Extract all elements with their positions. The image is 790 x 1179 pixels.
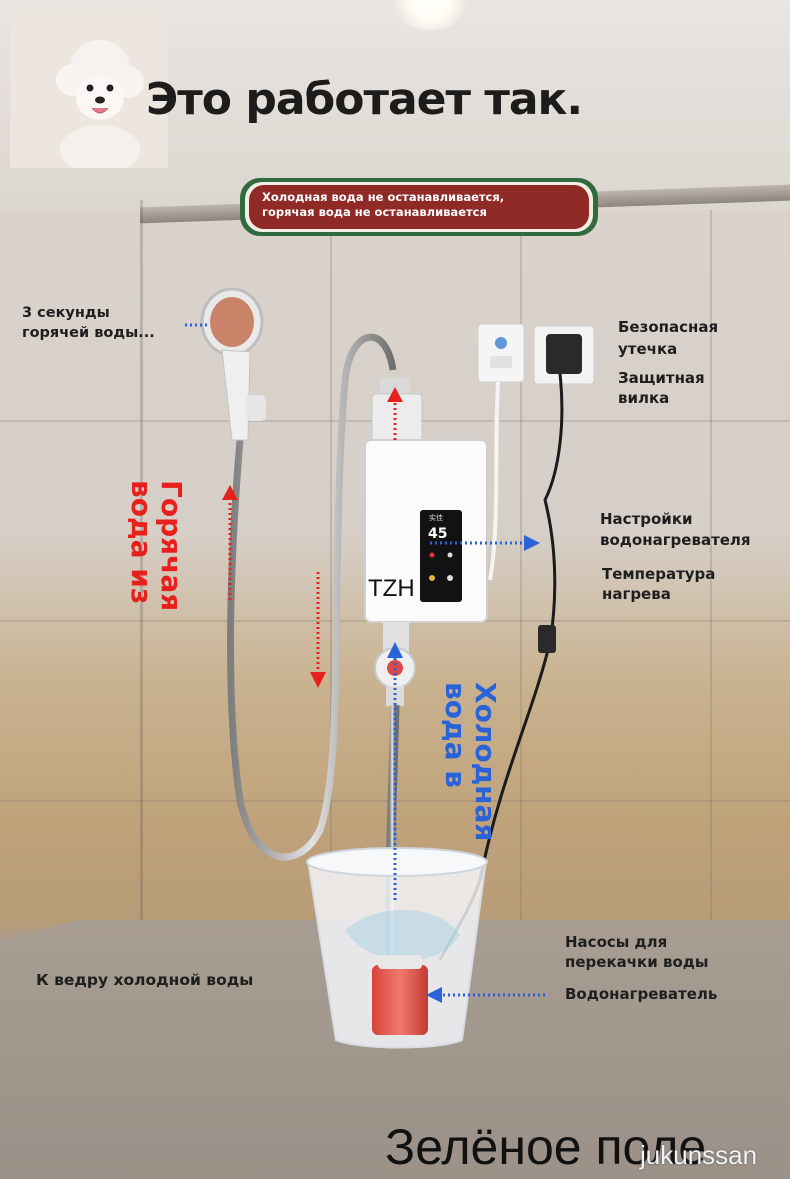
banner-text: Холодная вода не останавливается, горяча… — [262, 190, 582, 220]
temp-line-1: Температура — [602, 565, 716, 583]
cold-water-vertical-label: Холодная вода в — [439, 682, 502, 842]
hot-seconds-line-1: 3 секунды — [22, 305, 110, 321]
wall-corner — [140, 200, 143, 930]
poodle-icon — [10, 10, 168, 175]
pump-icon — [372, 965, 428, 1035]
page-title: Это работает так. — [146, 74, 583, 125]
cable-switch — [538, 625, 556, 653]
pump-line-1: Насосы для — [565, 933, 668, 951]
plug-line-2: вилка — [618, 389, 670, 407]
heater-settings-label: Настройки водонагревателя — [600, 509, 751, 551]
display-temperature: 45 — [428, 526, 447, 542]
safe-line-1: Безопасная — [618, 318, 719, 336]
cold-flow-arrows — [185, 323, 545, 1003]
safe-leakage-label: Безопасная утечка — [618, 316, 718, 360]
plug-line-1: Защитная — [618, 369, 705, 387]
hot-seconds-line-2: горячей воды... — [22, 325, 155, 341]
pump-line-2: перекачки воды — [565, 953, 709, 971]
protective-plug-label: Защитная вилка — [618, 368, 705, 408]
shower-hose — [227, 333, 397, 861]
cold-vertical-line-1: Холодная — [469, 682, 502, 842]
watermark: jukunssan — [640, 1140, 758, 1170]
heater-display — [420, 510, 462, 602]
settings-line-1: Настройки — [600, 510, 693, 528]
banner-line-1: Холодная вода не останавливается, — [262, 190, 505, 204]
tile-joint — [710, 210, 712, 930]
settings-line-2: водонагревателя — [600, 531, 751, 549]
rcd-module — [477, 323, 525, 383]
dog-logo — [10, 10, 168, 175]
hot-seconds-label: 3 секунды горячей воды... — [22, 303, 155, 343]
hot-flow-arrows — [222, 387, 403, 688]
tile-joint — [330, 210, 332, 930]
footer-caption: Зелёное поле — [385, 1119, 707, 1175]
shower-head-icon — [200, 287, 266, 441]
brand-mark: TZH — [368, 575, 415, 602]
hot-water-vertical-label: Горячая вода из — [125, 480, 188, 612]
heater-label: Водонагреватель — [565, 985, 718, 1003]
cold-vertical-line-2: вода в — [439, 682, 472, 788]
safe-line-2: утечка — [618, 340, 678, 358]
pump-label: Насосы для перекачки воды — [565, 932, 708, 972]
heating-temperature-label: Температура нагрева — [602, 564, 715, 604]
hot-vertical-line-1: Горячая — [155, 480, 188, 612]
banner-line-2: горячая вода не останавливается — [262, 205, 487, 219]
display-header: 实佳 — [429, 513, 443, 522]
hot-vertical-line-2: вода из — [125, 480, 158, 605]
temp-line-2: нагрева — [602, 585, 671, 603]
tile-joint — [520, 210, 522, 930]
cold-bucket-label: К ведру холодной воды — [36, 971, 254, 989]
banner-shape — [240, 178, 598, 236]
